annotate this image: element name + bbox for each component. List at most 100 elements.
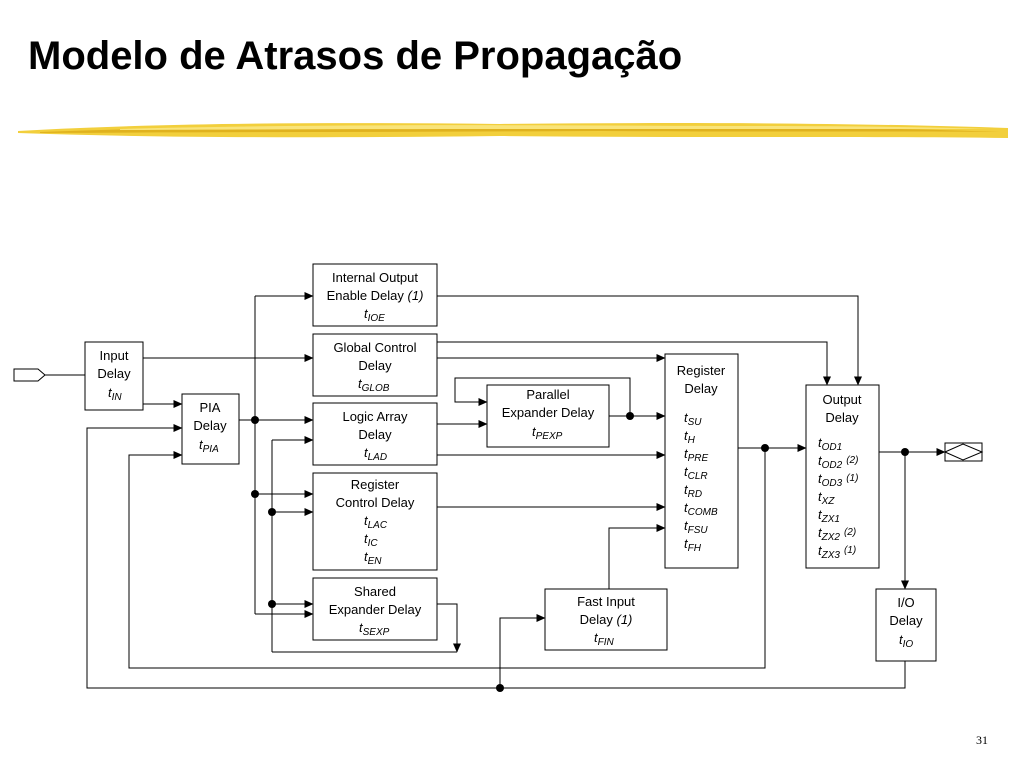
param-symbol: t [364,531,369,546]
shared-expander-delay-block: Shared Expander Delay tSEXP [312,577,438,641]
block-label: Delay [825,410,859,425]
footnote-ref: (1) [408,288,424,303]
block-label: Delay [358,358,392,373]
svg-text:tSU: tSU [684,410,702,428]
svg-text:tPEXP: tPEXP [532,424,563,442]
block-label: Input [100,348,129,363]
svg-text:tZX2(2): tZX2(2) [818,525,856,543]
svg-text:Delay (1): Delay (1) [580,612,633,627]
junction-dot [251,416,259,424]
param-symbol: t [684,518,689,533]
param-symbol: t [684,446,689,461]
svg-text:tCLR: tCLR [684,464,708,482]
block-label: Delay [358,427,392,442]
param-symbol: t [818,543,823,558]
param-subscript: ZX2 [821,532,841,543]
wire-pexp-loop [454,377,631,416]
param-symbol: t [818,471,823,486]
junction-dot [268,508,276,516]
param-symbol: t [594,630,599,645]
title-underline-brushstroke [18,123,1008,138]
wire-io-feedback [86,424,906,689]
param-subscript: XZ [821,496,836,507]
slide-title: Modelo de Atrasos de Propagação [28,34,683,78]
param-subscript: ZX1 [821,514,840,525]
block-label: Shared [354,584,396,599]
param-symbol: t [532,424,537,439]
svg-text:tIOE: tIOE [364,306,385,324]
wire-io-to-fast-input [499,614,546,688]
svg-text:tRD: tRD [684,482,702,500]
svg-text:tIO: tIO [899,632,913,650]
param-symbol: t [818,525,823,540]
junction-dot [251,490,259,498]
svg-text:tEN: tEN [364,549,382,567]
param-subscript: GLOB [362,383,390,394]
param-symbol: t [108,385,113,400]
wire-fin-to-register [608,524,666,589]
svg-text:tFSU: tFSU [684,518,708,536]
svg-text:tZX3(1): tZX3(1) [818,543,856,561]
param-symbol: t [684,464,689,479]
block-label: Register [677,363,726,378]
param-subscript: EN [368,556,383,567]
register-delay-block: Register Delay tSU tH tPRE tCLR tRD tCOM… [664,353,739,569]
global-control-delay-block: Global Control Delay tGLOB [312,333,438,397]
logic-array-delay-block: Logic Array Delay tLAD [312,402,438,466]
param-subscript: FIN [598,637,615,648]
block-label: Register [351,477,400,492]
param-subscript: RD [688,489,702,500]
param-symbol: t [364,306,369,321]
block-label: Delay [684,381,718,396]
svg-text:tXZ: tXZ [818,489,835,507]
svg-text:tFIN: tFIN [594,630,615,648]
brushstroke-light [120,125,990,130]
block-label: Delay [580,612,614,627]
svg-text:tOD2(2): tOD2(2) [818,453,858,471]
input-delay-block: Input Delay tIN [84,341,144,411]
input-pin-icon [13,368,46,382]
param-subscript: ZX3 [821,550,841,561]
svg-text:tIN: tIN [108,385,122,403]
param-subscript: FH [688,543,702,554]
wire-ioe-to-output [437,295,862,386]
footnote-ref: (1) [616,612,632,627]
junction-dot [626,412,634,420]
block-label: Enable Delay [327,288,405,303]
param-symbol: t [818,453,823,468]
param-symbol: t [199,437,204,452]
block-label: Delay [889,613,923,628]
junction-dot [761,444,769,452]
param-subscript: PRE [688,453,709,464]
block-label: Expander Delay [329,602,422,617]
junction-dot [268,600,276,608]
junction-dot [901,448,909,456]
wire-shared-out [437,603,461,653]
param-subscript: H [688,435,696,446]
block-label: Fast Input [577,594,635,609]
param-symbol: t [684,500,689,515]
param-subscript: IN [112,392,123,403]
param-subscript: PEXP [536,431,563,442]
block-label: Delay [193,418,227,433]
param-subscript: PIA [203,444,219,455]
param-symbol: t [358,376,363,391]
param-subscript: CLR [688,471,708,482]
param-symbol: t [684,428,689,443]
svg-text:tPIA: tPIA [199,437,219,455]
output-delay-block: Output Delay tOD1 tOD2(2) tOD3(1) tXZ tZ… [805,384,880,569]
svg-text:tFH: tFH [684,536,702,554]
param-symbol: t [684,536,689,551]
param-subscript: COMB [688,507,718,518]
param-subscript: LAD [368,452,387,463]
svg-text:tZX1: tZX1 [818,507,840,525]
param-subscript: LAC [368,520,388,531]
wire-glob-to-output [437,341,831,386]
svg-text:tGLOB: tGLOB [358,376,390,394]
svg-text:tH: tH [684,428,696,446]
junctions [251,412,909,692]
param-symbol: t [364,445,369,460]
block-label: PIA [200,400,221,415]
param-subscript: FSU [688,525,709,536]
